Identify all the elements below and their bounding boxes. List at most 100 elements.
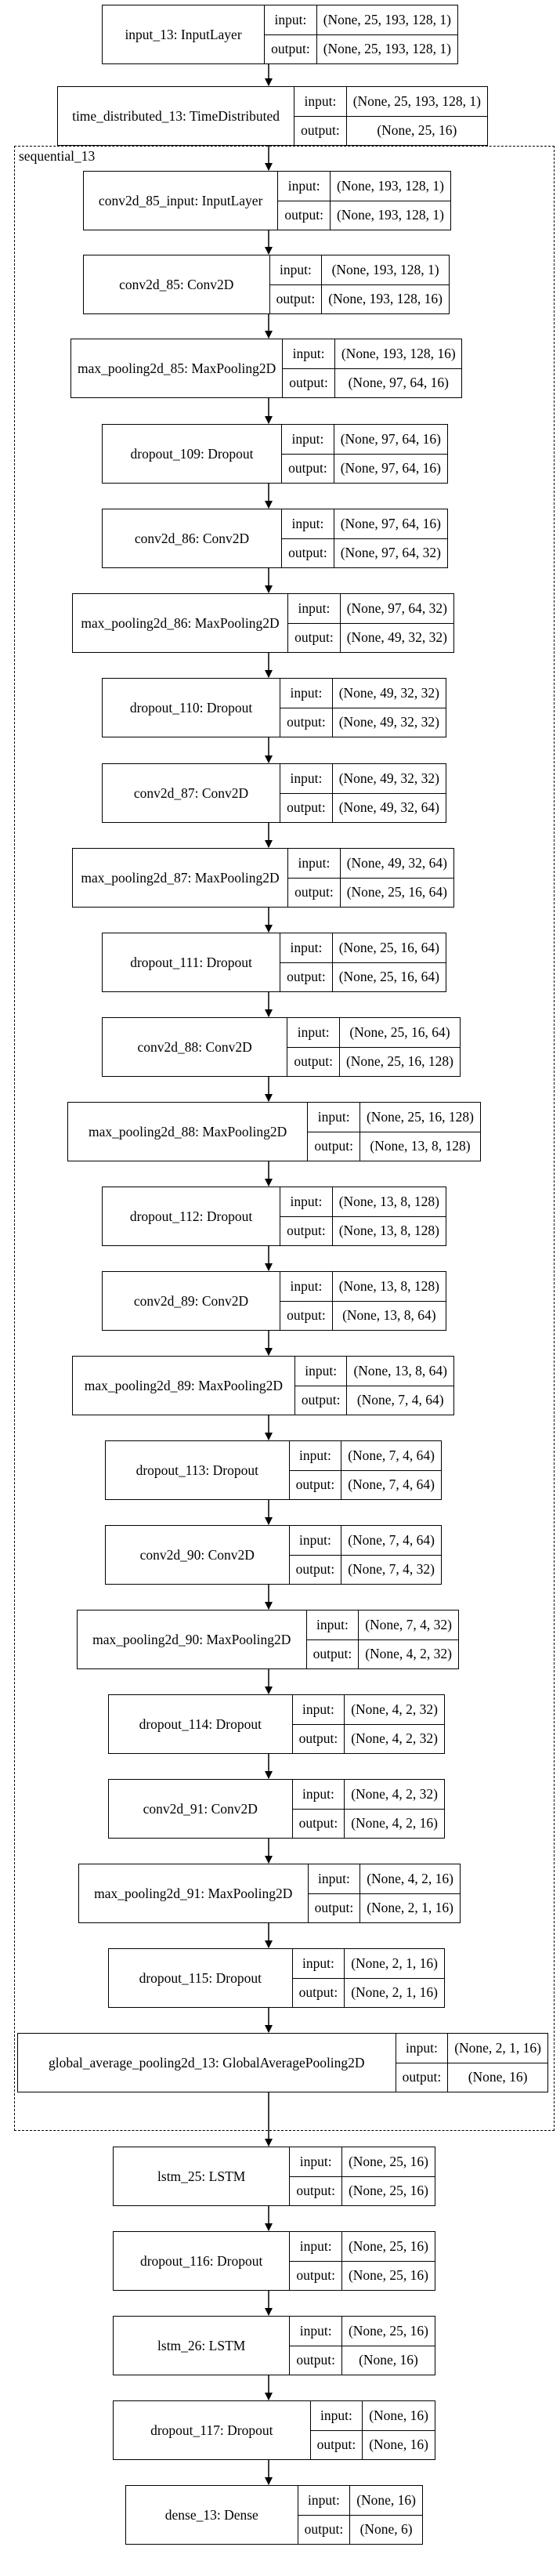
- output-label: output:: [283, 368, 334, 398]
- input-shape: (None, 97, 64, 16): [340, 430, 441, 447]
- output-label: output:: [280, 1216, 332, 1246]
- output-shape: (None, 97, 64, 16): [334, 453, 447, 484]
- io-value-column: (None, 49, 32, 64)(None, 25, 16, 64): [340, 849, 453, 907]
- output-label: output:: [280, 792, 332, 823]
- layer-name: dense_13: Dense: [126, 2486, 298, 2544]
- io-label-column: input:output:: [283, 339, 335, 397]
- input-shape: (None, 7, 4, 64): [348, 1447, 435, 1463]
- io-label-column: input:output:: [280, 764, 333, 822]
- output-label: output:: [290, 2260, 341, 2291]
- input-shape: (None, 16): [356, 2491, 416, 2508]
- output-label: output:: [289, 1469, 341, 1500]
- output-label: output:: [308, 1893, 360, 1923]
- io-label-column: input:output:: [269, 255, 323, 313]
- output-shape: (None, 97, 64, 32): [334, 538, 447, 568]
- layer-name: global_average_pooling2d_13: GlobalAvera…: [18, 2034, 396, 2092]
- input-shape: (None, 97, 64, 32): [346, 600, 447, 616]
- output-label: output:: [292, 1977, 345, 2008]
- input-shape: (None, 25, 193, 128, 1): [323, 11, 451, 27]
- input-label: input:: [274, 11, 307, 27]
- io-label-column: input:output:: [306, 1610, 359, 1668]
- io-label-column: input:output:: [287, 1018, 340, 1076]
- input-label: input:: [317, 1108, 350, 1125]
- input-label: input:: [305, 1362, 338, 1379]
- io-value-column: (None, 25, 16) (None, 16): [341, 2317, 435, 2375]
- layer-name: conv2d_90: Conv2D: [106, 1526, 290, 1584]
- input-shape: (None, 25, 16): [348, 2322, 428, 2339]
- io-label-column: input:output:: [290, 2232, 342, 2290]
- input-shape: (None, 2, 1, 16): [351, 1955, 438, 1971]
- layer-name: dropout_110: Dropout: [103, 679, 281, 737]
- io-value-column: (None, 7, 4, 64) (None, 7, 4, 64): [341, 1441, 441, 1499]
- output-label: output:: [294, 115, 346, 146]
- io-label-column: input:output:: [282, 509, 334, 567]
- io-value-column: (None, 25, 16)(None, 25, 16): [341, 2232, 435, 2290]
- output-label: output:: [287, 1046, 339, 1077]
- input-label: input:: [302, 1955, 334, 1971]
- io-label-column: input:output:: [294, 87, 347, 145]
- input-label: input:: [291, 430, 324, 447]
- io-label-column: input:output:: [290, 2317, 342, 2375]
- output-label: output:: [290, 2345, 341, 2375]
- layer-name: time_distributed_13: TimeDistributed: [58, 87, 295, 145]
- output-label: output:: [280, 962, 332, 992]
- io-label-column: input:output:: [282, 425, 334, 483]
- sequential-group-box: [14, 146, 555, 2131]
- io-value-column: (None, 49, 32, 32) (None, 49, 32, 32): [332, 679, 446, 737]
- input-shape: (None, 49, 32, 32): [338, 770, 439, 786]
- output-shape: (None, 13, 8, 128): [332, 1216, 446, 1246]
- input-shape: (None, 4, 2, 16): [367, 1870, 453, 1886]
- output-label: output:: [278, 200, 330, 230]
- input-shape: (None, 25, 16, 64): [349, 1024, 450, 1040]
- output-label: output:: [265, 34, 316, 64]
- io-label-column: input: output:: [265, 5, 317, 63]
- layer-name: max_pooling2d_89: MaxPooling2D: [73, 1357, 295, 1415]
- io-value-column: (None, 193, 128, 1)(None, 193, 128, 1): [330, 172, 450, 230]
- io-value-column: (None, 16)(None, 6): [350, 2486, 422, 2544]
- layer-name: conv2d_87: Conv2D: [103, 764, 281, 822]
- output-shape: (None, 25, 16, 128): [339, 1046, 460, 1077]
- output-shape: (None, 16): [341, 2345, 435, 2375]
- output-shape: (None, 4, 2, 32): [359, 1639, 458, 1669]
- output-shape: (None, 49, 32, 32): [332, 707, 446, 737]
- input-shape: (None, 49, 32, 32): [338, 684, 439, 701]
- input-label: input:: [299, 2153, 332, 2169]
- io-value-column: (None, 25, 16)(None, 25, 16): [341, 2147, 435, 2205]
- input-shape: (None, 13, 8, 128): [338, 1193, 439, 1209]
- input-label: input:: [298, 1447, 331, 1463]
- output-label: output:: [292, 1723, 345, 1754]
- input-label: input:: [298, 1531, 331, 1548]
- io-label-column: input:output:: [280, 1272, 333, 1330]
- output-shape: (None, 7, 4, 64): [341, 1469, 441, 1500]
- output-shape: (None, 193, 128, 16): [322, 284, 449, 314]
- input-shape: (None, 25, 16): [348, 2153, 428, 2169]
- io-value-column: (None, 2, 1, 16)(None, 2, 1, 16): [345, 1949, 444, 2007]
- io-value-column: (None, 4, 2, 16)(None, 2, 1, 16): [360, 1864, 460, 1922]
- input-shape: (None, 193, 128, 16): [341, 345, 456, 361]
- layer-name: dropout_109: Dropout: [103, 425, 283, 483]
- io-value-column: (None, 97, 64, 16) (None, 97, 64, 16): [334, 425, 447, 483]
- input-shape: (None, 25, 16, 128): [366, 1108, 474, 1125]
- io-value-column: (None, 4, 2, 32)(None, 4, 2, 32): [345, 1695, 444, 1753]
- output-shape: (None, 97, 64, 16): [334, 368, 462, 398]
- layer-name: max_pooling2d_90: MaxPooling2D: [78, 1610, 307, 1668]
- input-label: input:: [320, 2407, 352, 2423]
- input-label: input:: [287, 177, 320, 194]
- layer-name: max_pooling2d_86: MaxPooling2D: [73, 594, 289, 652]
- input-shape: (None, 49, 32, 64): [346, 854, 447, 871]
- io-value-column: (None, 13, 8, 128)(None, 13, 8, 64): [332, 1272, 446, 1330]
- layer-node: global_average_pooling2d_13: GlobalAvera…: [17, 2033, 548, 2092]
